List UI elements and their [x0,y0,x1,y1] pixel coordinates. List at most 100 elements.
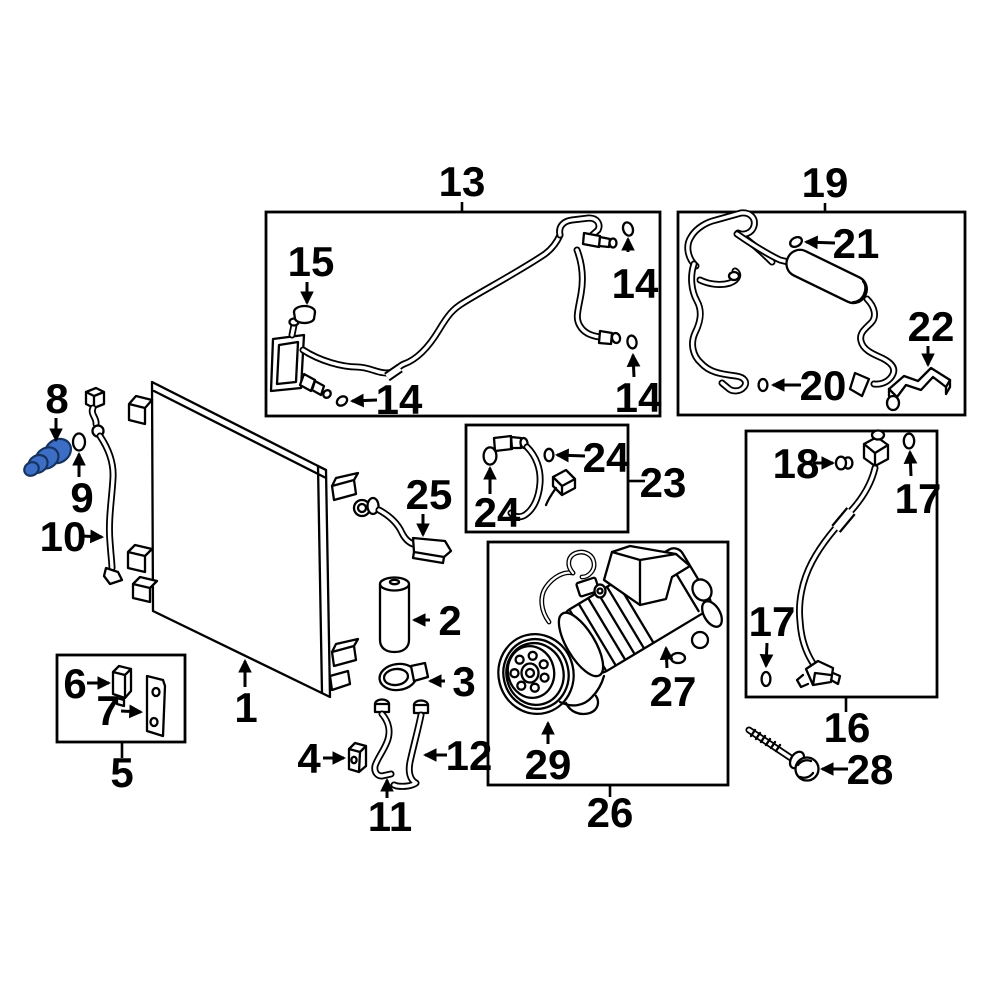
callout-20[interactable]: 20 [800,362,847,409]
part-24-oring-a[interactable] [543,447,555,463]
part-14-oring-c[interactable] [626,334,638,350]
hose-13-lower-cap [322,389,332,399]
part-23-hose[interactable] [492,434,577,521]
drier-port [388,578,401,586]
callout-9[interactable]: 9 [70,474,93,521]
part-18-cap[interactable] [834,455,854,471]
callout-26[interactable]: 26 [587,789,634,836]
callout-29[interactable]: 29 [525,741,572,788]
hose-13-fitting-top [581,231,612,249]
callout-23[interactable]: 23 [640,459,687,506]
callout-14b[interactable]: 14 [612,260,659,307]
callout-17b[interactable]: 17 [749,598,796,645]
compressor-bracket-folds [610,550,678,606]
part-14-oring-a[interactable] [335,394,349,407]
callout-18[interactable]: 18 [773,440,820,487]
arrow-to-part-7 [120,704,144,719]
part-17-oring-top[interactable] [902,432,916,450]
callout-14a[interactable]: 14 [376,376,423,423]
compressor-top-bracket [602,544,692,607]
part-13-hose-assembly[interactable] [269,214,622,399]
part-11-rod[interactable] [371,698,395,780]
callout-28[interactable]: 28 [847,746,894,793]
part-9-oring[interactable] [71,432,87,452]
part-4-mount-block[interactable] [347,741,368,774]
callout-16[interactable]: 16 [824,704,871,751]
compressor-port [669,651,687,665]
callout-25[interactable]: 25 [406,471,453,518]
hose-13-collar-fill [385,365,402,380]
hose-13-stem-fill [290,323,296,337]
hose-13-fitting-bottom-cap [610,331,622,345]
cap-18-face [834,455,848,471]
compressor-front-face [557,611,605,678]
callout-1[interactable]: 1 [234,684,257,731]
part-7-strap[interactable] [145,674,167,738]
part-24-oring-b[interactable] [482,446,498,466]
condenser-tab-right-bottom [328,669,352,692]
part-6-clip[interactable] [111,664,133,708]
callout-15[interactable]: 15 [288,238,335,285]
part-8-sealing-cap-highlighted[interactable] [22,434,76,479]
rod-11-neck [373,702,391,714]
callout-14c[interactable]: 14 [615,374,662,421]
part-25-pipe-bracket[interactable] [352,496,453,565]
condenser-edge-lines [152,389,328,695]
callout-6[interactable]: 6 [63,660,86,707]
part-21-oring[interactable] [788,235,804,249]
callout-22[interactable]: 22 [908,303,955,350]
condenser-tab-top-left [127,394,154,426]
hose-19-tail-fitting [848,371,871,398]
callout-12[interactable]: 12 [446,732,493,779]
pipe-10-tube-fill [98,434,115,570]
callout-2[interactable]: 2 [438,597,461,644]
callout-13[interactable]: 13 [439,158,486,205]
part-29-clutch-pulley[interactable] [490,626,606,722]
part-16-hose[interactable] [795,429,890,689]
arrow-to-part-14c [626,352,641,378]
harness-sensor-pin [596,587,604,595]
leader-arrows [49,235,935,798]
callout-24b[interactable]: 24 [474,489,521,536]
callout-8[interactable]: 8 [45,375,68,422]
rod-12-neck [412,703,430,715]
callout-11[interactable]: 11 [368,793,412,840]
part-27-compressor[interactable] [550,544,725,683]
callout-21[interactable]: 21 [833,220,880,267]
part-10-pipe[interactable] [84,386,124,586]
hose-16-top-port [870,429,886,441]
part-14-oring-b[interactable] [621,221,635,237]
part-3-clamp[interactable] [378,661,430,692]
clamp-ring-inner [382,667,410,687]
part-28-bolt[interactable] [745,726,820,782]
part-15-grommet[interactable] [292,304,317,325]
callout-4[interactable]: 4 [297,735,321,782]
callout-24a[interactable]: 24 [583,434,630,481]
callout-17a[interactable]: 17 [895,475,942,522]
part-17-oring-bottom[interactable] [760,670,772,688]
pipe-10-neck-fill [90,406,98,426]
grommet-body [292,310,317,325]
arrow-to-part-14a [349,393,378,408]
rod-12-fill [392,713,423,789]
hose-13-bracket-inner [275,340,300,386]
hose-19-stub-tip [727,270,741,282]
callout-7[interactable]: 7 [96,687,119,734]
part-12-rod[interactable] [390,699,430,790]
bolt-head-detail [796,759,815,779]
part-1-condenser[interactable] [126,380,360,699]
part-22-bracket[interactable] [885,366,952,412]
callout-5[interactable]: 5 [110,749,133,796]
part-2-receiver-drier[interactable] [378,576,411,654]
pulley-hole-6 [527,650,538,661]
hose-13-fitting-top-cap [608,237,618,249]
callout-27[interactable]: 27 [650,668,697,715]
callout-19[interactable]: 19 [802,159,849,206]
pulley-ring-2 [502,637,570,711]
part-19-hose-assembly[interactable] [684,209,898,398]
part-20-oring[interactable] [757,377,769,393]
arrow-to-part-21 [803,235,836,250]
callout-10[interactable]: 10 [40,513,87,560]
condenser-core[interactable] [150,380,332,699]
callout-3[interactable]: 3 [452,658,475,705]
